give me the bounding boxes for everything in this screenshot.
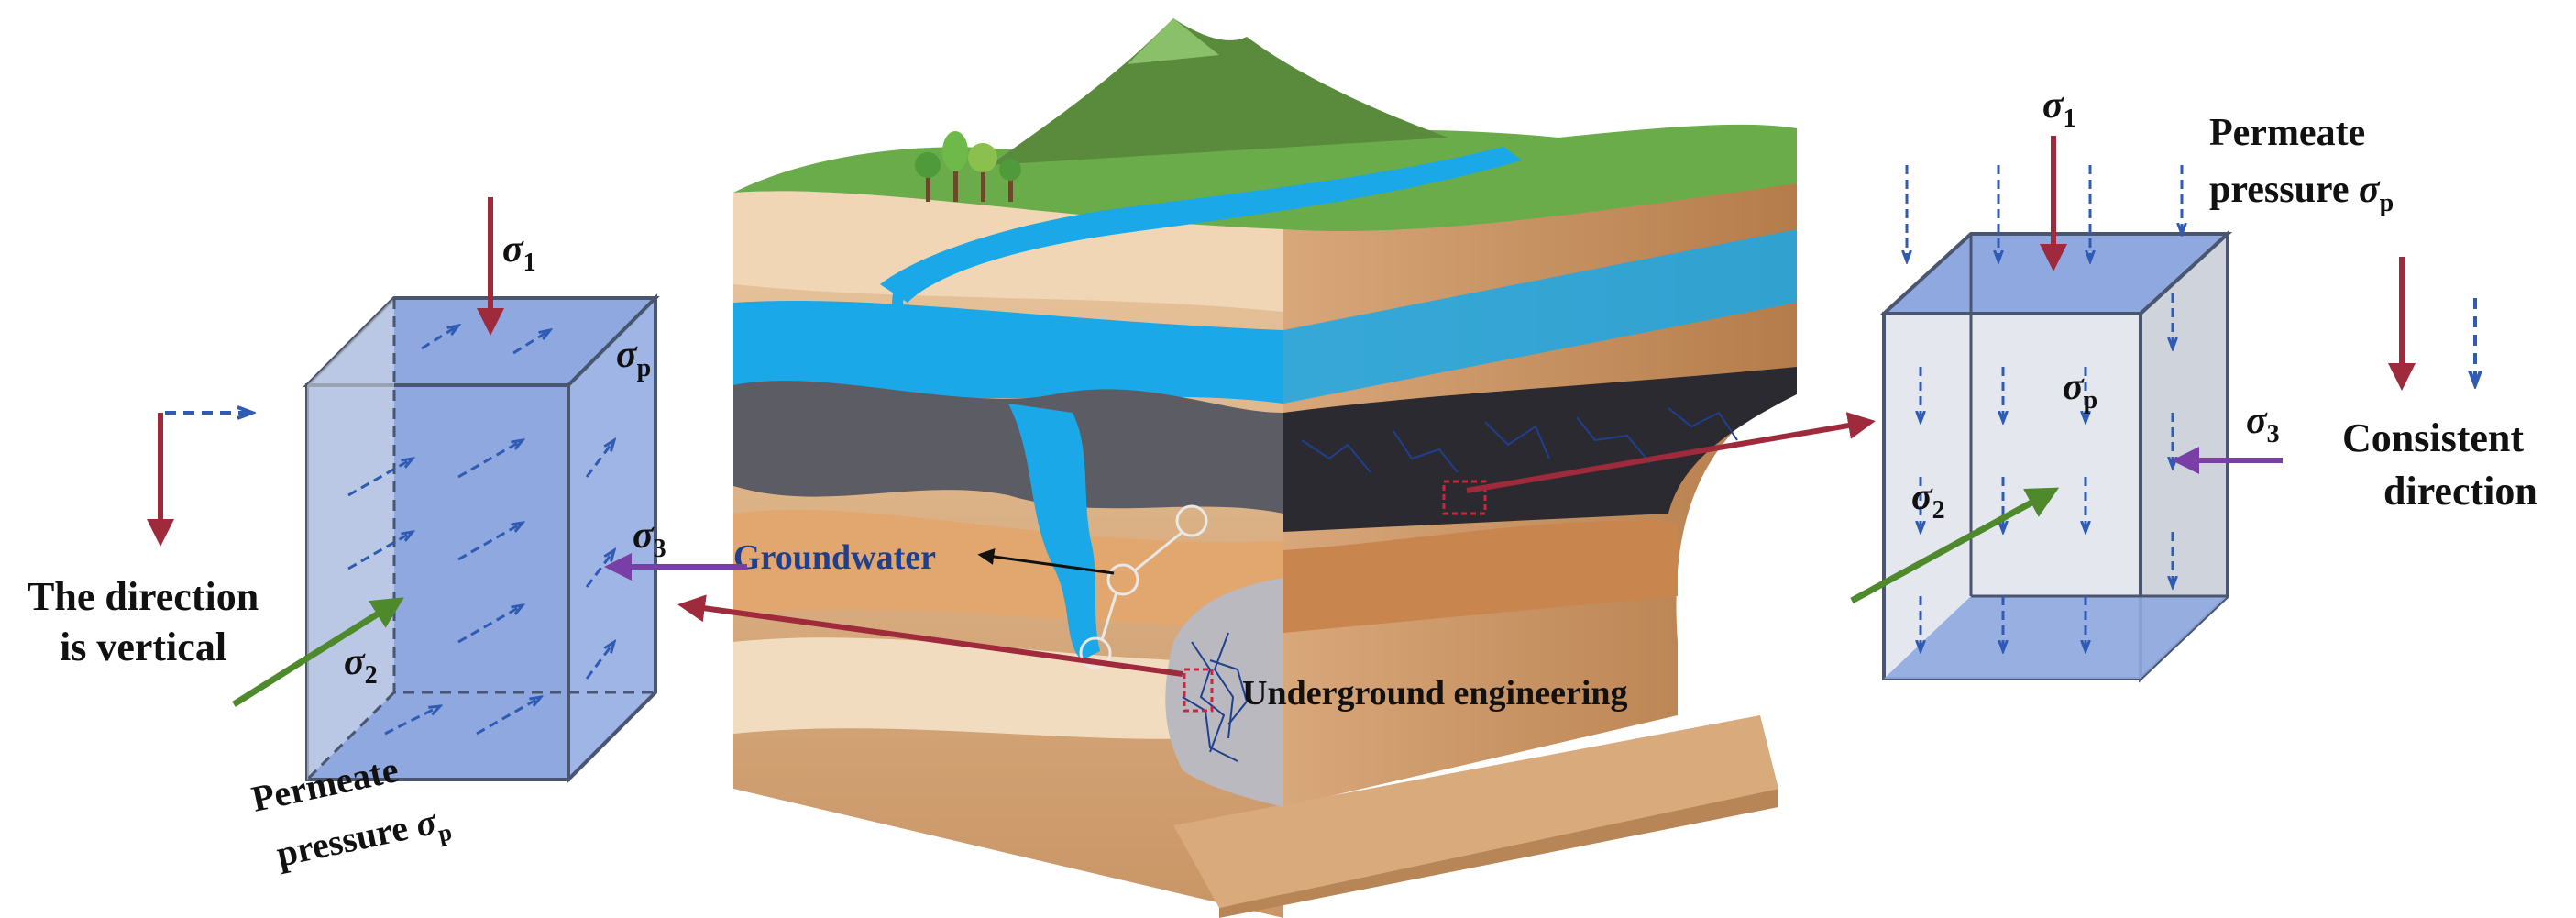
right-sigma2-arrow [1850,487,2060,604]
link-arrow-left [677,594,1183,677]
right-consistent-line1: Consistent [2342,415,2524,460]
zone-marker-right [1442,480,1487,515]
right-seepage-arrows [1907,165,2182,651]
left-direction-line2: is vertical [60,625,226,669]
left-sigma-p-label: σp [616,334,651,382]
tree-icon [915,131,1021,202]
fracture-network-icon [1182,407,1738,762]
right-permeate-line2: pressure σp [2209,169,2394,217]
right-cube-bottom [1884,596,2228,679]
right-cube [1850,136,2475,683]
layer-orange [733,509,1283,625]
left-sigma2-label: σ2 [344,641,378,690]
joint-markers [1079,504,1208,669]
layer-pale [733,637,1283,739]
left-cube [147,197,747,784]
tunnel-icon [1165,578,1283,807]
link-arrow-right [1466,412,1876,493]
right-sigma2-label: σ2 [1911,476,1945,525]
right-sigma-p-label: σp [2063,366,2097,415]
right-consistent-line2: direction [2383,469,2537,514]
left-cube-side [567,293,657,784]
groundwater-label: Groundwater [733,538,936,577]
grass-surface [733,124,1797,231]
layer-aquifer-top [733,300,1283,404]
layer-dark-rock [733,381,1283,514]
mountain-icon [990,18,1448,165]
river [880,147,1522,303]
groundwater-arrow [977,548,1115,575]
groundwater-plume [1008,404,1100,660]
right-sigma1-label: σ1 [2042,84,2076,133]
underground-engineering-label: Underground engineering [1242,674,1628,713]
left-sigma3-label: σ3 [633,514,666,563]
right-sigma3-label: σ3 [2246,400,2280,448]
bottom-ledge [1173,715,1778,908]
left-direction-line1: The direction [28,574,259,619]
geological-block [733,18,1797,918]
right-permeate-line1: Permeate [2209,112,2365,154]
zone-marker-left [1183,668,1214,713]
left-sigma1-label: σ1 [502,228,536,277]
left-sigma2-arrow [232,597,404,707]
